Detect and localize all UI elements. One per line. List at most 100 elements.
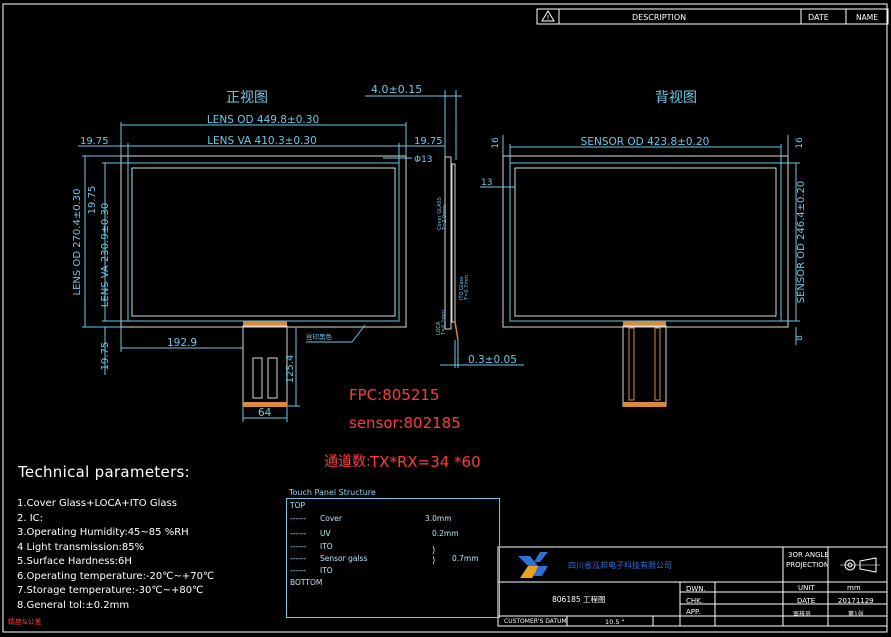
dim-top-right: 16 [795,137,805,149]
back-view-title: 背视图 [655,90,697,106]
drw-label: DWN. [686,585,706,593]
side-ito-glass [451,163,456,323]
structure-box [286,498,500,618]
structure-title: Touch Panel Structure [289,488,376,497]
sensor-note: sensor:802185 [349,414,461,432]
fpc-length-dim: 125.4 [285,355,296,384]
cover-glass-label: Cover GLASS [437,197,443,230]
structure-row-prefix: ------ [290,514,307,523]
header-date: DATE [808,13,829,22]
lens-od-dim: LENS OD 449.8±0.30 [207,114,319,126]
ito-glass-label: ITO Glass [459,276,465,300]
structure-row-prefix: ------ [290,554,307,563]
dim-13: 13 [481,178,492,188]
header-name: NAME [856,13,878,22]
fpc-contact-strip [243,402,287,407]
company-name: 四川省泓邦电子科技有限公司 [568,561,672,570]
back-fpc-bond [623,321,666,326]
side-view: 4.0±0.15 Cover GLASS T=3.0mm ITO Glass T… [365,83,524,368]
fpc-note: FPC:805215 [349,386,439,404]
channels-note: TX*RX=34 *60 [369,453,481,471]
sensor-outline [509,162,782,322]
loca-label: LOCA [436,321,442,335]
sensor-inner-outline [514,167,777,317]
loca-thickness-label: T=0.2mm [441,310,447,336]
projection-symbol-icon [840,557,880,573]
header-description: DESCRIPTION [632,13,686,22]
approved-by: 审核员 [793,611,812,618]
size-value: 10.5 " [605,618,625,626]
channels-label: 通道数: [324,454,371,470]
sensor-od-height-dim: SENSOR OD 246.4±0.20 [796,181,807,304]
technical-title: Technical parameters: [18,463,191,481]
part-name: 806185 工程图 [552,595,606,604]
technical-item: 2. IC: [17,512,44,524]
structure-top: TOP [290,501,306,510]
lens-inner-outline [131,167,396,317]
structure-row-name: Cover [320,514,342,523]
margin-right-dim: 19.75 [414,136,443,147]
fpc-bond-strip [243,321,287,326]
revision-triangle-icon [541,10,555,22]
title-block [497,546,888,627]
technical-item: 5.Surface Hardness:6H [17,556,132,567]
company-logo-icon [518,552,548,578]
structure-brace-icon: ⟩ [432,546,436,556]
fpc-offset-dim: 192.9 [167,337,197,349]
customer-datum-label: CUSTOMER'S DATUM [504,618,567,625]
structure-row-name: UV [320,529,331,538]
projection-line2: PROJECTION [786,561,830,569]
sheet-number: 第1张 [848,611,864,618]
fpc-width-dim: 64 [258,407,272,419]
svg-text:!: ! [547,14,550,22]
dim-bottom: 8 [795,335,805,341]
technical-item: 7.Storage temperature:-30℃~+80℃ [17,585,204,596]
lens-va-outline [127,162,400,322]
tolerance-label: 精度&公差 [8,618,42,626]
technical-item: 3.Operating Humidity:45~85 %RH [17,527,189,538]
margin-top-dim: 19.75 [87,186,98,215]
lens-outline [120,155,407,328]
back-view: 背视图 SENSOR OD 423.8±0.20 16 16 13 SENSOR… [480,90,807,407]
technical-item: 8.General tol:±0.2mm [17,599,130,611]
fpc-thickness-dim: 0.3±0.05 [468,354,517,366]
structure-row-name: ITO [320,566,333,575]
hole-dim: Φ13 [414,155,433,165]
date-label: DATE [797,597,816,605]
lens-od-height-dim: LENS OD 270.4±0.30 [72,189,83,296]
structure-brace-icon: ⟩ [432,556,436,566]
structure-row-prefix: ------ [290,542,307,551]
lens-va-height-dim: LENS VA 230.9±0.30 [100,203,111,307]
unit-label: UNIT [798,584,815,592]
ito-thickness-label: T=0.7mm [464,275,470,301]
front-view-title: 正视图 [226,90,268,106]
technical-item: 4 Light transmission:85% [17,541,145,553]
technical-item: 1.Cover Glass+LOCA+ITO Glass [17,498,177,509]
lens-va-dim: LENS VA 410.3±0.30 [207,135,317,147]
sensor-od-dim: SENSOR OD 423.8±0.20 [581,136,710,148]
structure-row-name: ITO [320,542,333,551]
silkscreen-note: 丝印黑色 [306,332,333,341]
margin-left-dim: 19.75 [80,136,109,147]
structure-row-prefix: ------ [290,566,307,575]
revision-header: ! DESCRIPTION DATE NAME [536,8,889,25]
date-value: 20171129 [838,597,874,605]
back-lens-outline [502,155,789,328]
structure-row-name: Sensor galss [320,554,368,563]
drawing-border [2,3,888,633]
thickness-dim: 4.0±0.15 [371,83,422,96]
back-fpc-contacts [623,402,666,407]
app-label: APP. [686,608,701,616]
structure-row-value: 0.2mm [432,529,459,538]
side-cover-glass [444,156,452,330]
dim-top-left: 16 [491,137,501,149]
unit-value: mm [847,584,861,592]
cover-thickness-label: T=3.0mm [442,205,448,231]
front-view: 正视图 LENS OD 449.8±0.30 LENS VA 410.3±0.3… [72,90,445,422]
structure-row-value: 0.7mm [452,554,479,563]
chk-label: CHK. [686,597,703,605]
fpc-tail [242,325,288,407]
projection-line1: 3OR ANGLE [788,551,829,559]
